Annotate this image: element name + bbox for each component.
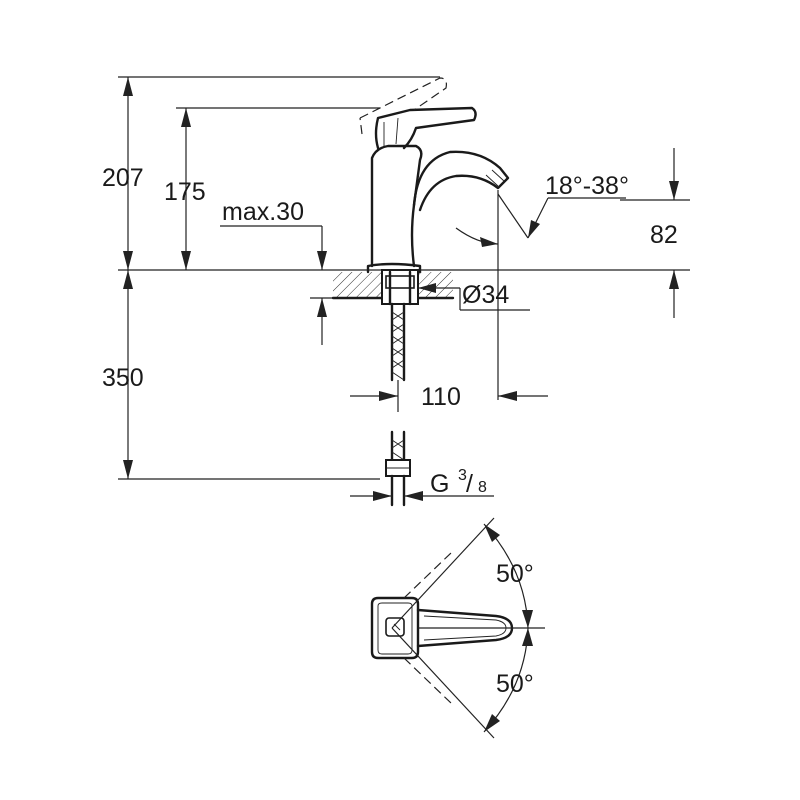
label-lever-height: 175 bbox=[164, 178, 206, 206]
label-total-height: 207 bbox=[102, 164, 144, 192]
dimension-lines bbox=[118, 76, 690, 501]
label-spout-angle: 18°-38° bbox=[545, 172, 629, 200]
label-spout-height: 82 bbox=[650, 221, 678, 249]
dimension-labels: 207 175 max.30 18°-38° 82 Ø34 350 110 G … bbox=[102, 164, 678, 698]
supply-hose bbox=[385, 302, 411, 507]
label-below-deck: 350 bbox=[102, 364, 144, 392]
mounting-deck bbox=[331, 269, 455, 306]
faucet-top-view bbox=[370, 517, 545, 739]
label-max-thickness: max.30 bbox=[222, 198, 304, 226]
label-thread-slash: / bbox=[466, 470, 473, 498]
label-thread-g: G bbox=[430, 470, 449, 498]
label-hole-diameter: Ø34 bbox=[462, 281, 509, 309]
label-thread-numerator: 3 bbox=[458, 467, 467, 484]
label-thread-denominator: 8 bbox=[478, 479, 487, 496]
label-reach: 110 bbox=[421, 383, 461, 411]
faucet-side-view bbox=[359, 77, 510, 274]
label-rotation-left: 50° bbox=[496, 560, 534, 588]
label-rotation-right: 50° bbox=[496, 670, 534, 698]
